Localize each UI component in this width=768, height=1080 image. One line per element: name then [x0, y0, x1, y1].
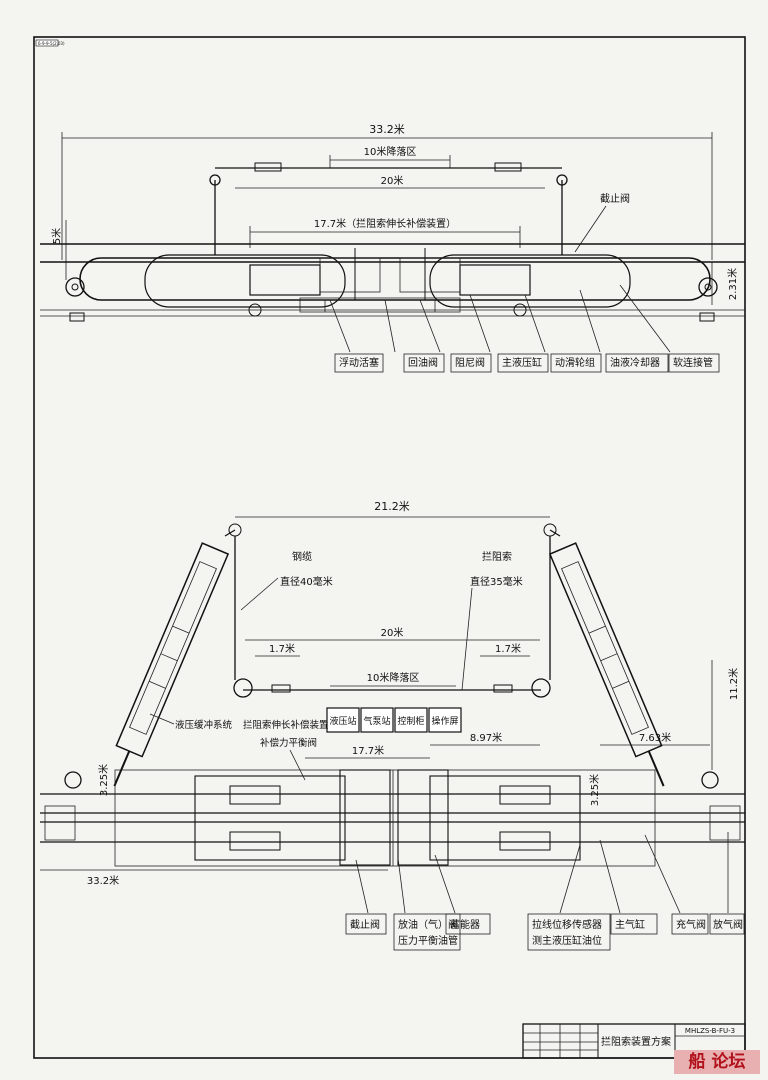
bot-label-balance-valve: 补偿力平衡阀: [260, 737, 317, 749]
title-block-title: 拦阻索装置方案: [601, 1035, 671, 1048]
top-dim-height-right: 2.31米: [726, 268, 739, 300]
bot-dim-11-2: 11.2米: [727, 668, 740, 700]
forum-watermark: 船 论坛: [674, 1050, 760, 1074]
bot-arrest-label: 拦阻索: [482, 550, 512, 563]
bot-dim-21-2: 21.2米: [374, 500, 410, 513]
callout-drain-valve: 放油（气）阀: [398, 918, 458, 931]
station-control-cabinet: 控制柜: [397, 715, 424, 727]
callout-vent-valve: 放气阀: [713, 918, 743, 931]
bot-dim-3-25-left: 3.25米: [97, 764, 110, 796]
bot-cable-label: 钢缆: [292, 550, 312, 563]
bottom-view: 21.2米 钢缆 直径40毫米 拦阻索: [40, 500, 745, 951]
bot-dim-8-97: 8.97米: [470, 731, 502, 744]
callout-stop-valve: 截止阀: [350, 918, 380, 931]
bottom-callout-list: 截止阀 放油（气）阀 压力平衡油管 蓄能器 拉线位移传感器 测主液压缸油位 主气…: [345, 913, 745, 951]
callout-displacement-sensor: 拉线位移传感器: [532, 918, 602, 931]
top-dim-total: 33.2米: [369, 123, 405, 136]
bot-dim-1-7-right: 1.7米: [495, 642, 521, 655]
callout-damping-valve: 阻尼阀: [455, 356, 485, 369]
bot-dim-17-7: 17.7米: [352, 744, 384, 757]
callout-oil-level: 测主液压缸油位: [532, 934, 602, 947]
title-block-number: MHLZS-B-FU-3: [685, 1027, 735, 1035]
top-dim-20: 20米: [381, 174, 404, 187]
callout-main-cylinder: 主液压缸: [502, 356, 542, 369]
top-label-stop-valve: 截止阀: [600, 192, 630, 205]
bot-dim-1-7-left: 1.7米: [269, 642, 295, 655]
bot-dim-3-25-right: 3.25米: [588, 774, 601, 806]
station-air-pump: 气泵站: [363, 715, 390, 727]
top-dim-compensator: 17.7米（拦阻索伸长补偿装置）: [314, 217, 456, 230]
bot-arrest-dia: 直径35毫米: [470, 575, 523, 588]
station-hydraulic: 液压站: [329, 715, 356, 727]
callout-oil-cooler: 油液冷却器: [610, 356, 660, 369]
top-dim-height-left: 5米: [50, 228, 63, 244]
bot-dim-7-63: 7.63米: [639, 731, 671, 744]
station-boxes: 液压站 气泵站 控制柜 操作屏: [326, 707, 462, 733]
callout-accumulator: 蓄能器: [450, 918, 480, 931]
bot-label-compensator: 拦阻索伸长补偿装置: [243, 719, 329, 731]
top-dim-drop-zone: 10米降落区: [364, 145, 417, 158]
callout-flex-hose: 软连接管: [673, 356, 713, 369]
bot-cable-dia: 直径40毫米: [280, 575, 333, 588]
callout-balance-pipe: 压力平衡油管: [398, 934, 458, 947]
station-operation-screen: 操作屏: [431, 715, 458, 727]
bot-dim-20: 20米: [381, 626, 404, 639]
callout-main-air-cylinder: 主气缸: [615, 918, 645, 931]
callout-return-valve: 回油阀: [408, 356, 438, 369]
bot-label-hydraulic-buffer: 液压缓冲系统: [175, 719, 233, 731]
title-block: 拦阻索装置方案 MHLZS-B-FU-3: [522, 1023, 746, 1059]
corner-code: 6-9-9-5(2.03): [38, 41, 65, 46]
callout-fill-valve: 充气阀: [676, 918, 706, 931]
bot-dim-drop-zone: 10米降落区: [367, 671, 420, 684]
bot-dim-33-2: 33.2米: [87, 874, 119, 887]
top-view: 33.2米 10米降落区 20米 17.7米（拦阻索伸长补偿装置） 截止阀 5米…: [40, 123, 745, 373]
callout-floating-piston: 浮动活塞: [339, 356, 379, 369]
top-callout-list: 浮动活塞 回油阀 阻尼阀 主液压缸 动滑轮组 油液冷却器 软连接管: [334, 353, 720, 373]
callout-pulley-group: 动滑轮组: [555, 356, 595, 369]
drawing-frame: [33, 36, 746, 1059]
